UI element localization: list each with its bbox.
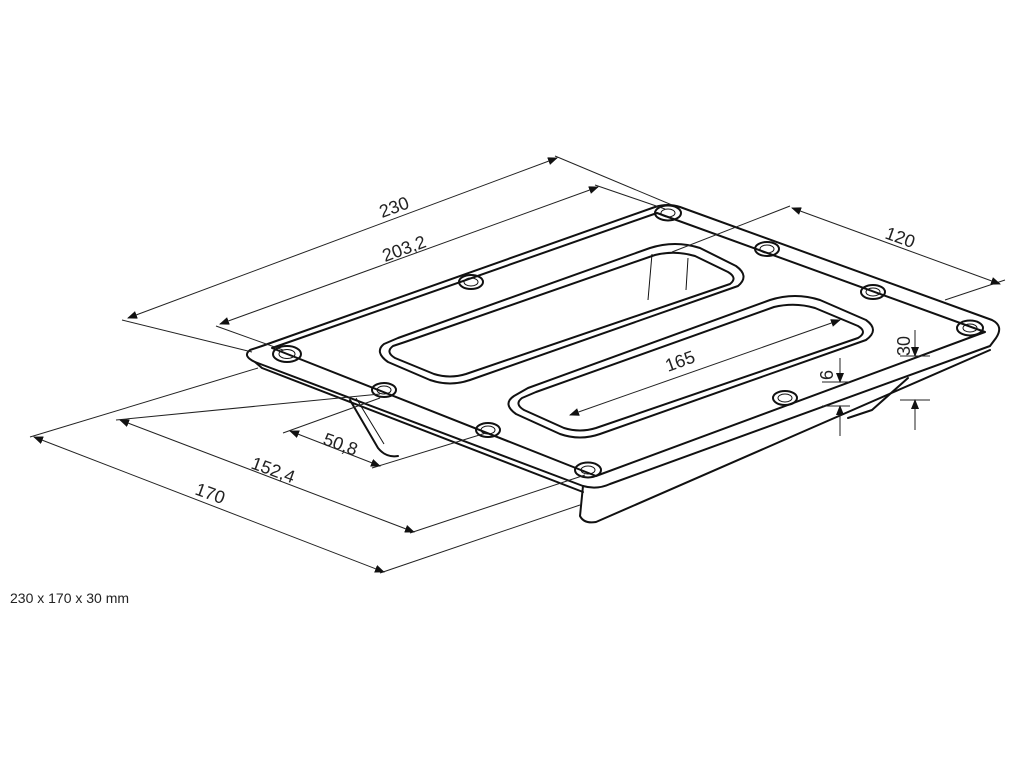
dim-line-203 xyxy=(219,186,599,325)
plate-left-edge xyxy=(254,361,584,493)
extension-line xyxy=(29,367,259,438)
dim-line-120 xyxy=(791,207,1001,285)
extension-line xyxy=(115,393,381,421)
hole xyxy=(956,319,984,337)
dim-label-slot-spacing: 50,8 xyxy=(321,429,361,460)
dim-label-hole-spacing-width: 152,4 xyxy=(249,453,298,487)
plate-top-outline xyxy=(245,204,1001,489)
hole xyxy=(272,345,302,363)
right-flange xyxy=(847,377,909,419)
dim-line-170 xyxy=(33,436,385,573)
dim-label-hole-spacing-length: 203,2 xyxy=(380,232,429,266)
dimension-labels: 230 203,2 120 165 30 6 50,8 152,4 170 xyxy=(193,193,918,508)
hole xyxy=(754,241,780,257)
extension-line xyxy=(594,184,666,210)
dim-label-width: 170 xyxy=(193,479,228,508)
dim-label-depth: 120 xyxy=(883,223,918,252)
dim-line-165 xyxy=(569,319,841,416)
dim-label-height: 30 xyxy=(894,336,914,356)
hole xyxy=(860,284,886,300)
mounting-plate xyxy=(245,204,1001,524)
size-caption: 230 x 170 x 30 mm xyxy=(10,590,130,606)
dim-label-thickness: 6 xyxy=(817,370,837,380)
extension-line xyxy=(371,432,487,469)
extension-line xyxy=(379,504,581,574)
slot-upper-wall xyxy=(647,253,689,301)
hole xyxy=(654,204,682,222)
extension-line xyxy=(409,474,586,534)
extension-line xyxy=(671,205,791,253)
extension-line xyxy=(554,155,673,206)
dim-line-230 xyxy=(127,157,558,319)
hole xyxy=(371,382,397,398)
hole xyxy=(475,422,501,438)
plate-front-edge xyxy=(579,349,991,524)
dim-label-length: 230 xyxy=(377,193,412,222)
dimension-lines xyxy=(29,155,1006,574)
dim-label-slot-length: 165 xyxy=(663,347,698,376)
extension-line xyxy=(215,325,284,351)
hole xyxy=(772,390,798,406)
extension-line xyxy=(121,319,253,353)
hole xyxy=(574,461,602,479)
